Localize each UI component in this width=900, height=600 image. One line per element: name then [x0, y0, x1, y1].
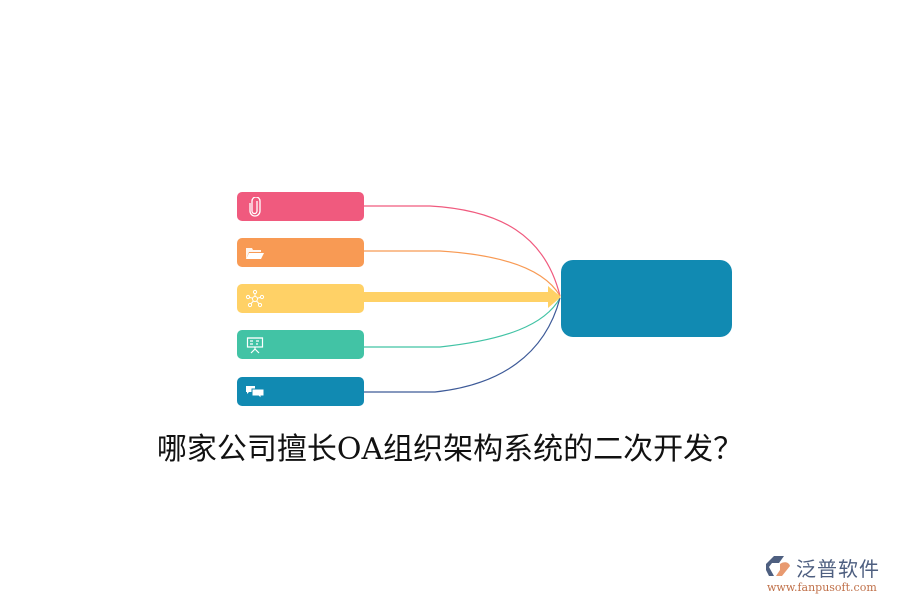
branch-node-4[interactable]: [237, 330, 364, 359]
chat-bubbles-icon: [245, 382, 265, 402]
paperclip-icon: [245, 196, 265, 217]
center-node[interactable]: [561, 260, 732, 337]
folder-open-icon: [245, 243, 265, 263]
network-icon: [245, 289, 265, 309]
presentation-board-icon: [245, 335, 265, 355]
link-branch-4: [364, 297, 561, 348]
brand-name: 泛普软件: [796, 557, 880, 581]
link-branch-1: [364, 205, 561, 297]
branch-node-5[interactable]: [237, 377, 364, 406]
branch-node-3[interactable]: [237, 284, 364, 313]
branch-node-1[interactable]: [237, 192, 364, 221]
arrow-branch-3: [364, 286, 561, 308]
fanpu-logo-icon: [766, 555, 792, 581]
link-branch-5: [364, 297, 561, 393]
brand-url: www.fanpusoft.com: [767, 581, 877, 594]
branch-node-2[interactable]: [237, 238, 364, 267]
page-title: 哪家公司擅长OA组织架构系统的二次开发？: [156, 432, 744, 467]
brand-logo: 泛普软件 www.fanpusoft.com: [766, 553, 880, 594]
link-branch-2: [364, 250, 561, 297]
